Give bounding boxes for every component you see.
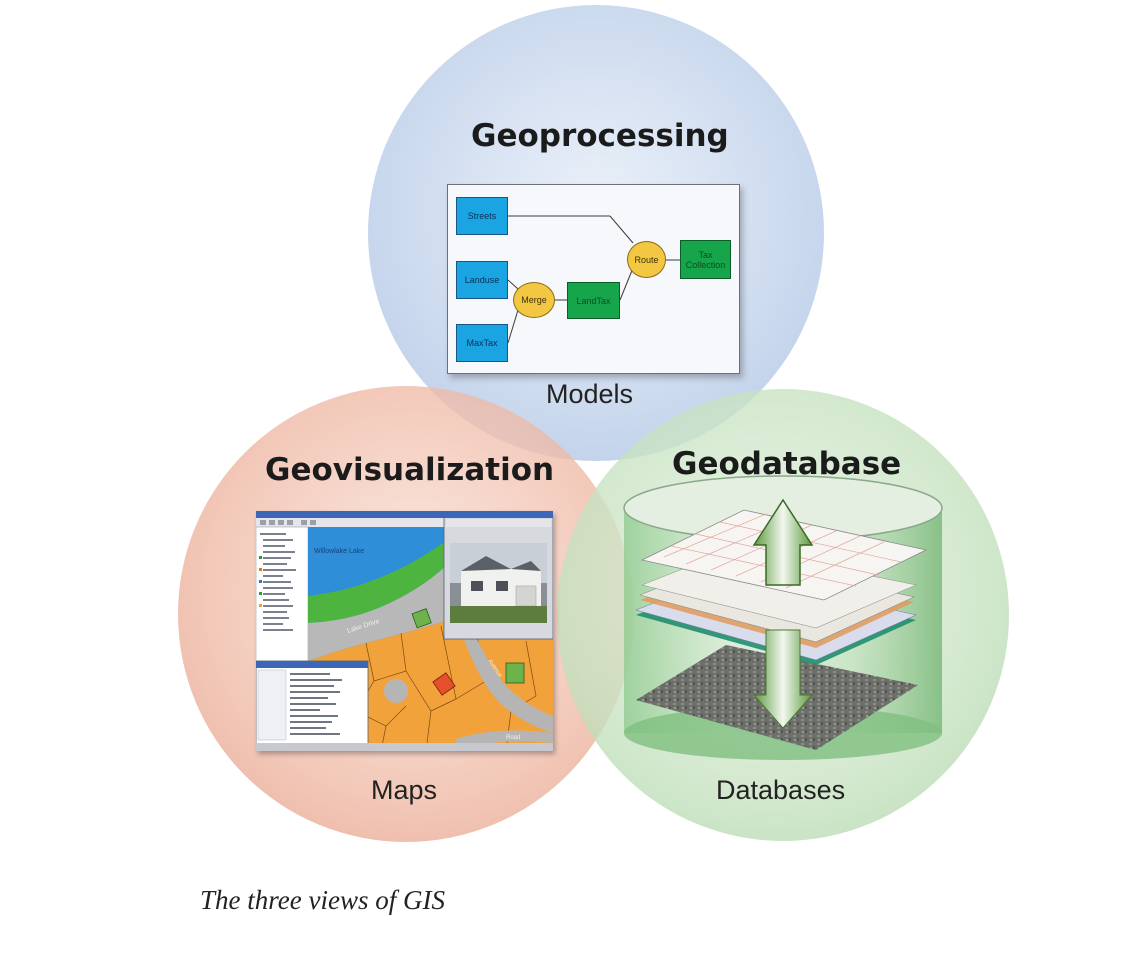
merge-node: Merge bbox=[513, 282, 555, 318]
lake-label: Willowlake Lake bbox=[314, 548, 364, 555]
route-node: Route bbox=[627, 241, 666, 278]
parcels bbox=[308, 621, 553, 751]
connector-streets-route bbox=[609, 215, 634, 244]
maps-caption: Maps bbox=[371, 775, 438, 805]
geovisualization-title: Geovisualization bbox=[265, 452, 555, 488]
street-label: Road bbox=[506, 735, 520, 741]
map-graphic: Willowlake Lake Lake Drive Avenue Road bbox=[255, 510, 554, 752]
figure-caption: The three views of GIS bbox=[200, 885, 445, 915]
up-arrow bbox=[752, 498, 814, 586]
landtax-node: LandTax bbox=[567, 282, 620, 319]
streets-node: Streets bbox=[456, 197, 508, 235]
database-graphic bbox=[623, 475, 943, 760]
maxtax-node: MaxTax bbox=[456, 324, 508, 362]
geoprocessing-title: Geoprocessing bbox=[471, 118, 729, 154]
down-arrow bbox=[752, 629, 814, 729]
connector-maxtax-merge bbox=[507, 309, 519, 344]
model-diagram: Streets Landuse MaxTax Merge LandTax Rou… bbox=[447, 184, 740, 374]
model-connectors bbox=[507, 215, 680, 344]
database-cylinder bbox=[616, 470, 952, 770]
connector-landtax-route bbox=[619, 267, 634, 301]
connector-landuse-merge bbox=[507, 279, 519, 290]
tax-collection-node: Tax Collection bbox=[680, 240, 731, 279]
title-bar bbox=[256, 511, 553, 518]
landuse-node: Landuse bbox=[456, 261, 508, 299]
map-screenshot: Willowlake Lake Lake Drive Avenue Road bbox=[255, 510, 554, 752]
databases-caption: Databases bbox=[716, 775, 846, 805]
models-caption: Models bbox=[546, 379, 634, 409]
